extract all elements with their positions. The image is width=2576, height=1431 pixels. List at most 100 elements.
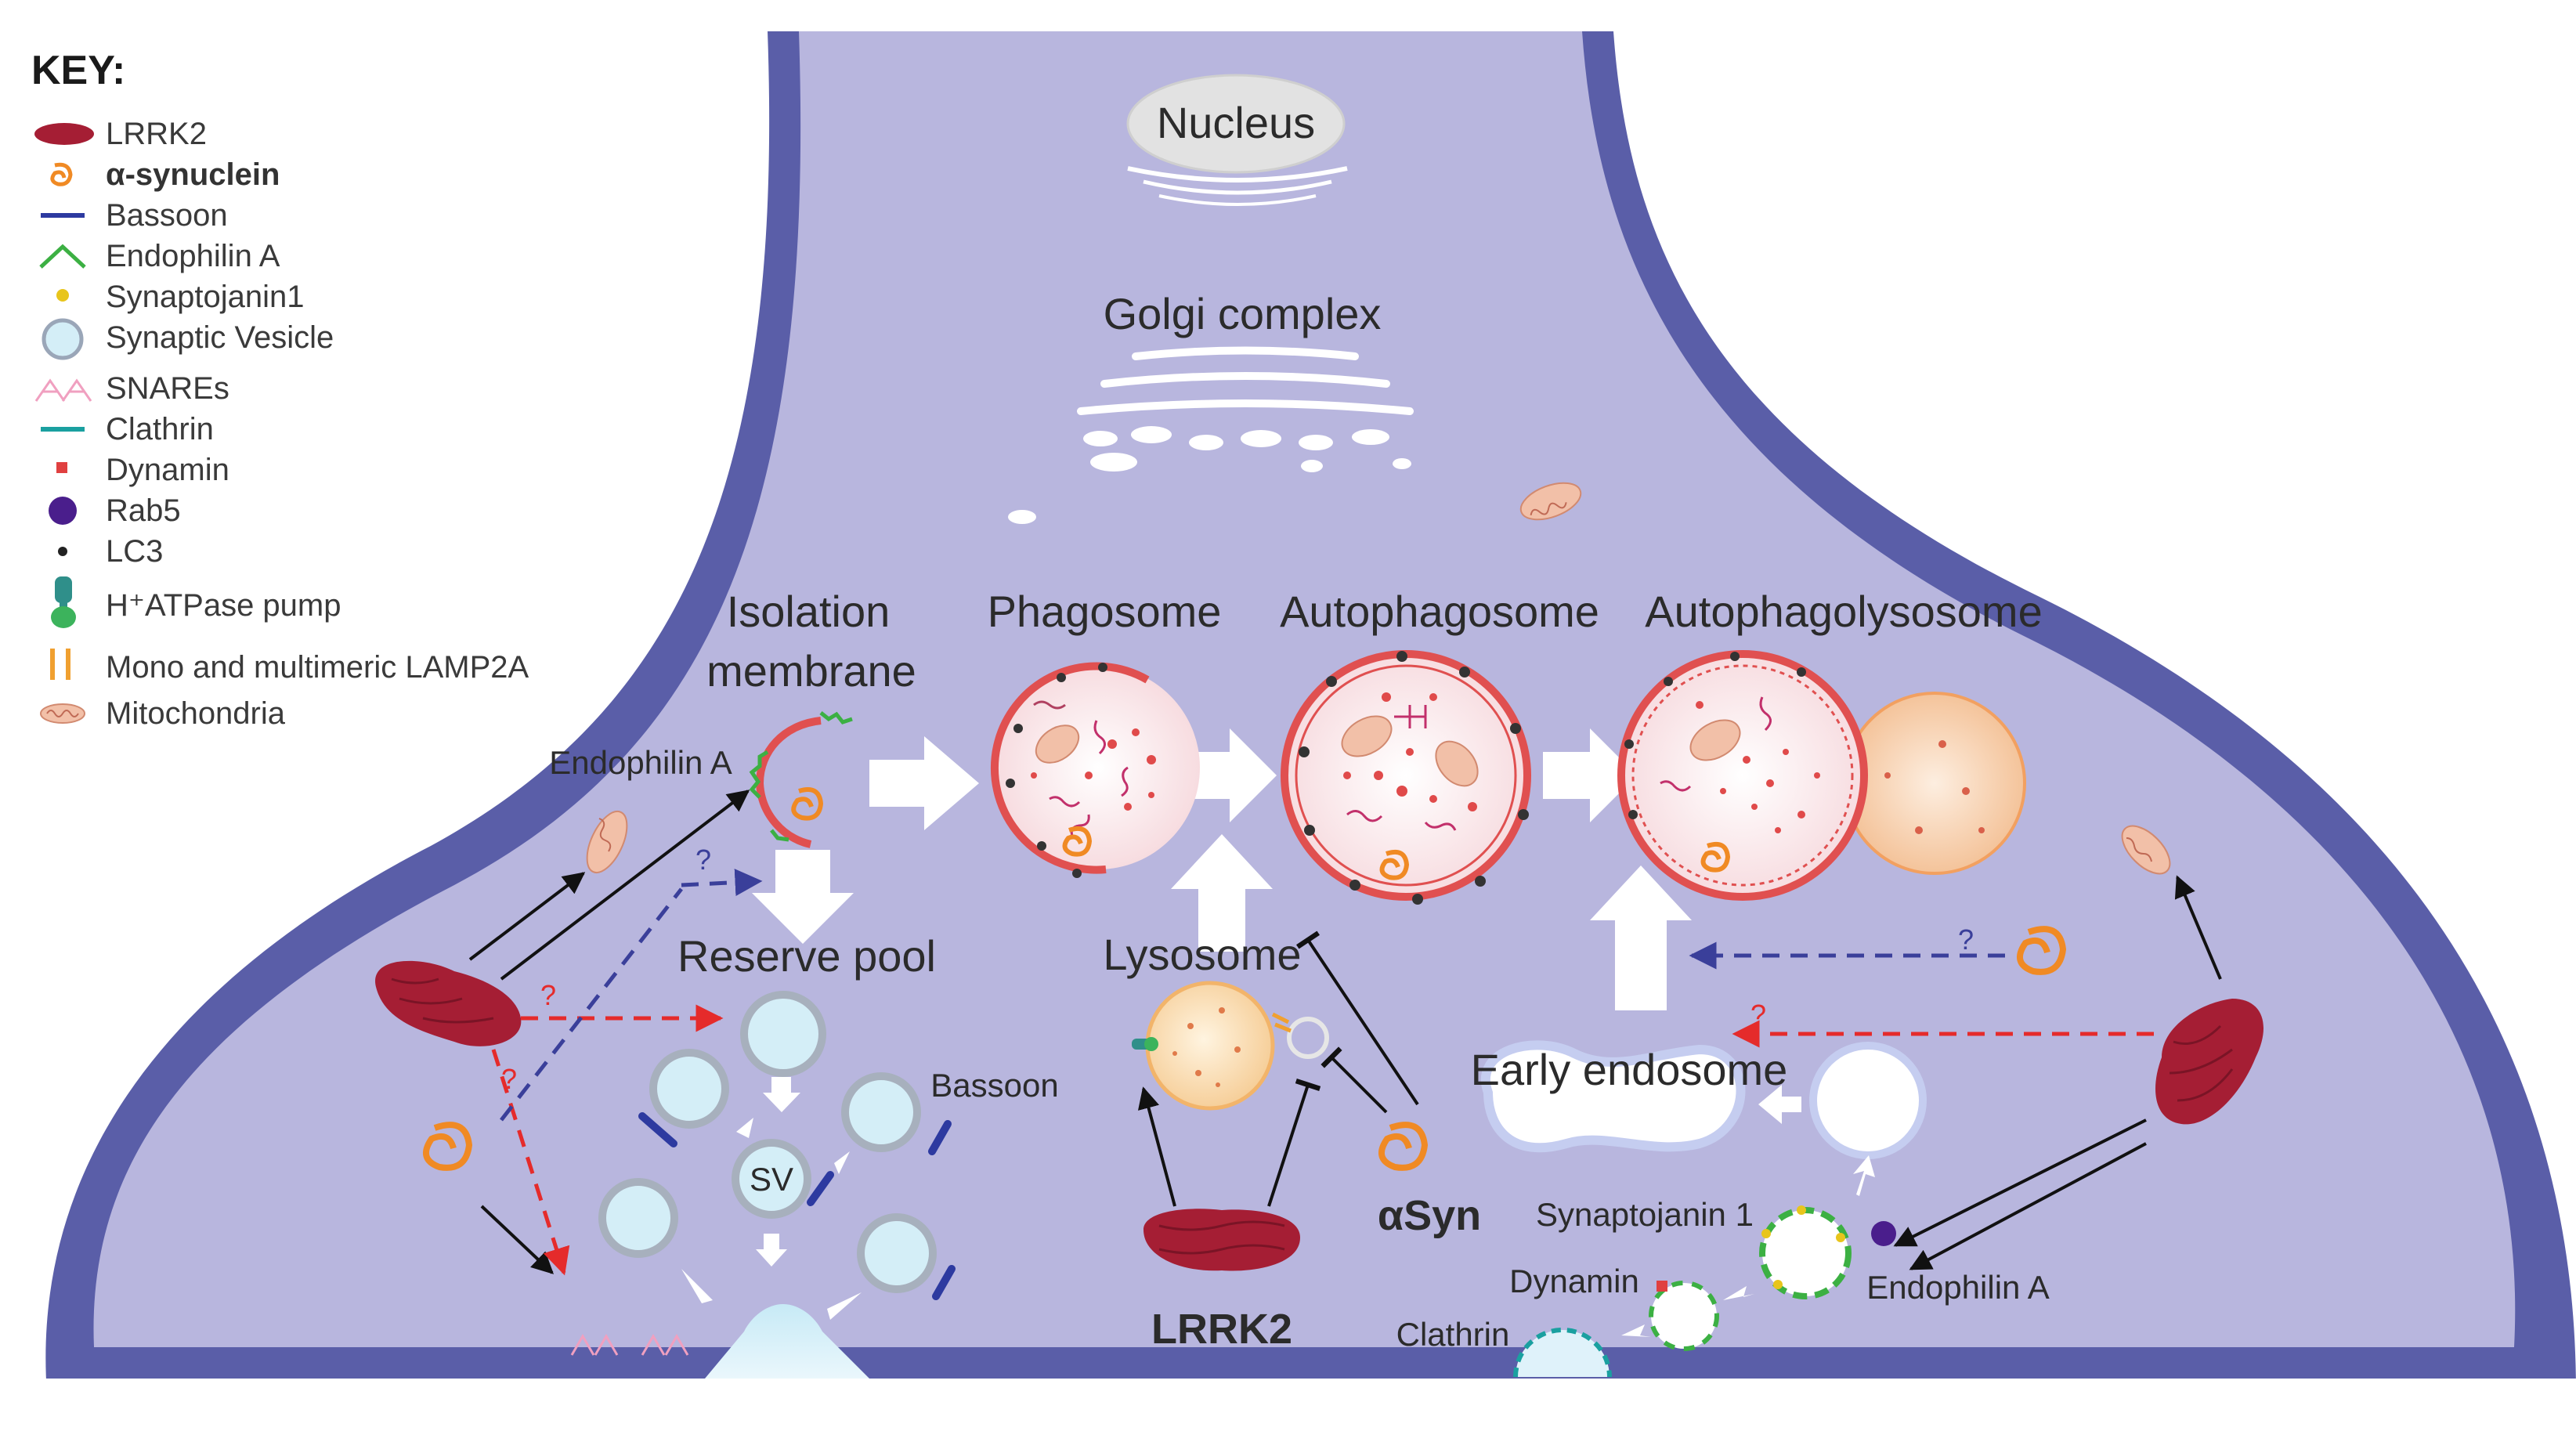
legend-label: Endophilin A (106, 239, 280, 273)
legend-label: Mitochondria (106, 696, 286, 731)
legend-label: Rab5 (106, 493, 181, 528)
autophagolysosome-label: Autophagolysosome (1645, 587, 2042, 636)
lysosome-label: Lysosome (1103, 930, 1301, 979)
dynamin-label: Dynamin (1509, 1263, 1639, 1299)
atpase-pump-icon (51, 576, 76, 628)
snares-icon (34, 378, 92, 402)
alpha-synuclein-right (2016, 926, 2067, 975)
legend-label: Dynamin (106, 453, 229, 487)
golgi-label: Golgi complex (1104, 289, 1382, 338)
legend-label: Synaptojanin1 (106, 280, 305, 314)
endophilin-left-label: Endophilin A (549, 744, 732, 781)
legend-item-lrrk2: LRRK2 (31, 114, 627, 154)
legend-label: α-synuclein (106, 157, 280, 192)
synaptojanin-label: Synaptojanin 1 (1536, 1196, 1754, 1233)
legend-label: H⁺ATPase pump (106, 588, 341, 623)
arrow-autophago-to-autophagolyso (1543, 728, 1637, 822)
alpha-synuclein-center (1378, 1122, 1429, 1171)
synaptic-cleft (705, 1304, 869, 1379)
legend-item-atpase: H⁺ATPase pump (31, 572, 627, 634)
legend-label: LC3 (106, 534, 164, 569)
sv-label: SV (750, 1161, 793, 1198)
lc3-icon (58, 547, 67, 556)
synaptic-vesicle (649, 1049, 729, 1129)
legend-item-endophilin: Endophilin A (31, 236, 627, 276)
snares (570, 1334, 689, 1356)
legend: KEY: LRRK2 α-synuclein Bassoon Endophili… (31, 47, 627, 752)
legend-item-synaptic-vesicle: Synaptic Vesicle (31, 317, 627, 360)
autophagolysosome (1617, 650, 2026, 901)
early-endosome-label: Early endosome (1471, 1045, 1788, 1094)
question-mark: ? (501, 1063, 517, 1095)
alpha-synuclein-icon (50, 162, 73, 186)
lrrk2-right (2155, 999, 2263, 1125)
alpha-synuclein-left (422, 1122, 473, 1171)
legend-label: Clathrin (106, 412, 214, 446)
legend-label: SNAREs (106, 371, 229, 406)
endocytosis-vesicles: Synaptojanin 1 Dynamin Clathrin Endophil… (1396, 1155, 2050, 1378)
endophilin-icon (39, 244, 86, 269)
isolation-label-2: membrane (706, 646, 916, 696)
clathrin-icon (41, 427, 85, 432)
legend-label: LRRK2 (106, 117, 207, 151)
isolation-label-1: Isolation (727, 587, 891, 636)
legend-item-lc3: LC3 (31, 531, 627, 572)
synaptic-vesicle (857, 1213, 937, 1293)
phagosome-label: Phagosome (988, 587, 1222, 636)
legend-item-snares: SNAREs (31, 368, 627, 409)
legend-item-dynamin: Dynamin (31, 450, 627, 490)
autophagosome (1281, 650, 1531, 905)
synaptic-vesicle (732, 1139, 811, 1219)
asyn-label: αSyn (1378, 1192, 1481, 1239)
reserve-pool-label: Reserve pool (677, 931, 936, 981)
legend-item-rab5: Rab5 (31, 490, 627, 531)
lrrk2-label: LRRK2 (1151, 1306, 1292, 1353)
dashed-red-arrows (491, 1004, 2154, 1276)
clathrin-label: Clathrin (1396, 1316, 1510, 1353)
legend-label: Mono and multimeric LAMP2A (106, 650, 529, 685)
rab5-icon (49, 497, 77, 525)
bassoon-label: Bassoon (930, 1067, 1058, 1104)
synaptic-vesicle (740, 991, 826, 1077)
early-endosome: Early endosome (1471, 1040, 1927, 1159)
dashed-blue-arrows (500, 869, 2005, 1122)
question-mark: ? (1750, 999, 1766, 1031)
legend-item-clathrin: Clathrin (31, 409, 627, 450)
question-mark: ? (695, 844, 711, 876)
arrow-lysosome-up (1171, 834, 1273, 952)
autophagosome-label: Autophagosome (1280, 587, 1599, 636)
golgi-complex: Golgi complex (1008, 289, 1414, 524)
dynamin-icon (56, 462, 67, 473)
legend-item-mitochondria: Mitochondria (31, 693, 627, 734)
lamp2a-icon (50, 649, 70, 680)
arrow-isolation-to-phagosome (869, 736, 979, 830)
synaptic-vesicle (841, 1072, 921, 1152)
mitochondria (2121, 825, 2171, 875)
question-mark: ? (540, 979, 556, 1011)
mitochondria-icon (40, 703, 85, 724)
synaptic-vesicles: SV Bassoon (570, 991, 1059, 1356)
lysosome (1132, 981, 1329, 1111)
legend-label: Synaptic Vesicle (106, 320, 334, 355)
endophilin-right-label: Endophilin A (1866, 1269, 2050, 1306)
legend-title: KEY: (31, 48, 126, 93)
phagosome (990, 662, 1200, 878)
arrow-endosome-up (1590, 865, 1692, 1010)
question-mark: ? (1958, 923, 1974, 956)
bassoon-icon (41, 213, 85, 218)
synaptic-vesicle (598, 1178, 678, 1258)
mitochondria (586, 811, 628, 873)
synaptic-vesicle-icon (42, 318, 84, 360)
arrow-isolation-to-reserve (752, 850, 854, 944)
legend-item-bassoon: Bassoon (31, 195, 627, 236)
arrow-phagosome-to-autophagosome (1183, 728, 1277, 822)
isolation-membrane (749, 711, 853, 848)
lrrk2-left (375, 960, 522, 1046)
legend-item-lamp2a: Mono and multimeric LAMP2A (31, 642, 627, 685)
nucleus: Nucleus (1126, 74, 1348, 206)
nucleus-label: Nucleus (1157, 98, 1315, 147)
legend-label: Bassoon (106, 198, 228, 233)
mitochondria (1519, 482, 1582, 521)
regulation-arrows (468, 790, 2222, 1274)
